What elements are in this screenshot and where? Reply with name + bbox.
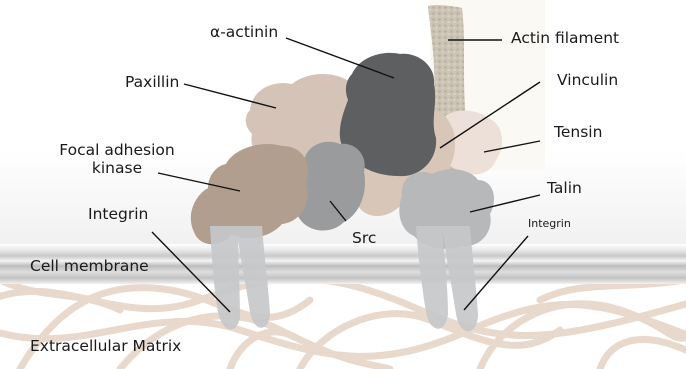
label-fak-line1: Focal adhesion [42,142,192,160]
label-extracellular-matrix: Extracellular Matrix [30,338,181,356]
label-paxillin: Paxillin [125,74,179,92]
label-actin-filament: Actin filament [511,30,619,48]
label-integrin-right: Integrin [528,218,571,231]
label-talin: Talin [547,180,582,198]
label-alpha-actinin: α-actinin [210,24,278,42]
label-cell-membrane: Cell membrane [30,258,149,276]
label-fak-line2: kinase [42,160,192,178]
label-vinculin: Vinculin [557,72,618,90]
label-integrin-left: Integrin [88,206,148,224]
label-tensin: Tensin [554,124,602,142]
label-focal-adhesion-kinase: Focal adhesion kinase [42,142,192,178]
label-src: Src [352,230,376,248]
